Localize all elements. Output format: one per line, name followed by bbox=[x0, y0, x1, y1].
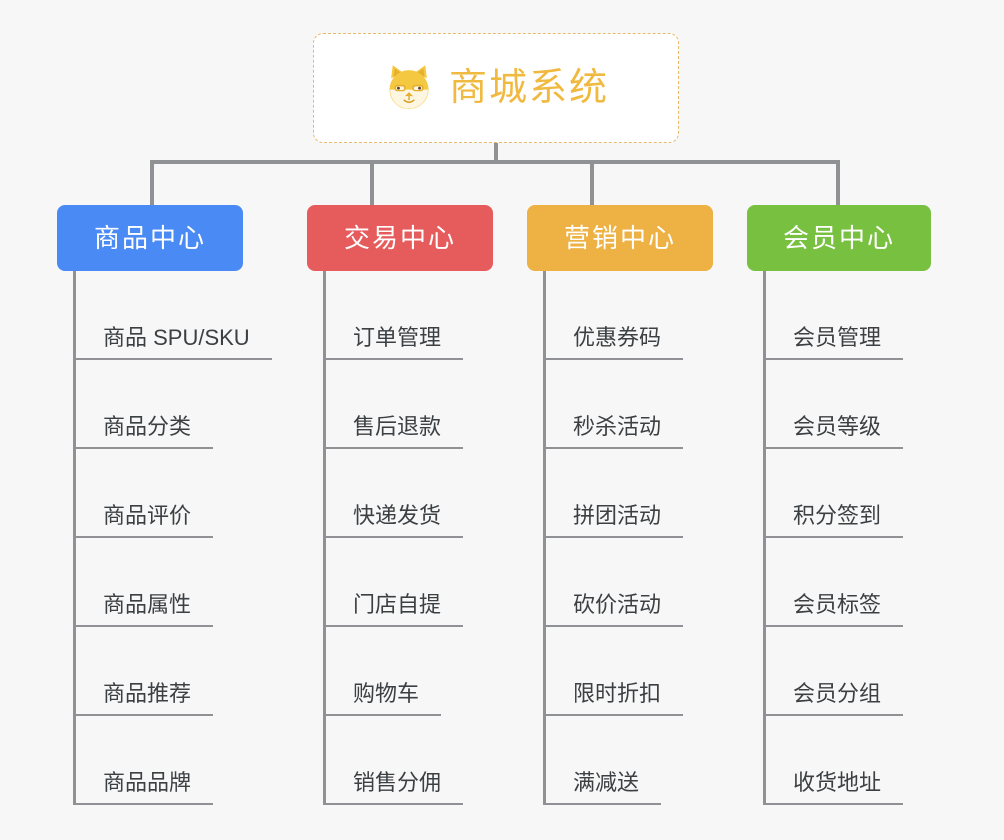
spine-line-4 bbox=[763, 271, 766, 805]
list-item[interactable]: 商品推荐 bbox=[57, 627, 307, 716]
connector-drop-2 bbox=[370, 160, 374, 207]
leaf-label: 商品品牌 bbox=[76, 772, 214, 805]
list-item[interactable]: 会员标签 bbox=[747, 538, 997, 627]
leaf-label: 拼团活动 bbox=[546, 505, 684, 538]
leaf-label: 商品分类 bbox=[76, 416, 214, 449]
root-title: 商城系统 bbox=[448, 67, 609, 109]
list-item[interactable]: 订单管理 bbox=[307, 271, 557, 360]
list-item[interactable]: 收货地址 bbox=[747, 716, 997, 805]
leaf-label: 售后退款 bbox=[326, 416, 464, 449]
connector-drop-1 bbox=[150, 160, 154, 207]
list-item[interactable]: 拼团活动 bbox=[527, 449, 777, 538]
leaf-label: 积分签到 bbox=[766, 505, 904, 538]
list-item[interactable]: 会员管理 bbox=[747, 271, 997, 360]
connector-root-stem bbox=[494, 143, 498, 163]
list-item[interactable]: 商品分类 bbox=[57, 360, 307, 449]
leaf-list-4: 会员管理 会员等级 积分签到 会员标签 会员分组 收货地址 bbox=[747, 271, 997, 805]
category-box-4[interactable]: 会员中心 bbox=[747, 205, 931, 271]
list-item[interactable]: 商品 SPU/SKU bbox=[57, 271, 307, 360]
leaf-label: 商品 SPU/SKU bbox=[76, 327, 272, 360]
list-item[interactable]: 销售分佣 bbox=[307, 716, 557, 805]
list-item[interactable]: 积分签到 bbox=[747, 449, 997, 538]
leaf-label: 会员等级 bbox=[766, 416, 904, 449]
leaf-label: 订单管理 bbox=[326, 327, 464, 360]
list-item[interactable]: 商品品牌 bbox=[57, 716, 307, 805]
connector-drop-4 bbox=[836, 160, 840, 207]
leaf-label: 商品属性 bbox=[76, 594, 214, 627]
list-item[interactable]: 砍价活动 bbox=[527, 538, 777, 627]
leaf-list-3: 优惠券码 秒杀活动 拼团活动 砍价活动 限时折扣 满减送 bbox=[527, 271, 777, 805]
list-item[interactable]: 秒杀活动 bbox=[527, 360, 777, 449]
list-item[interactable]: 满减送 bbox=[527, 716, 777, 805]
leaf-label: 限时折扣 bbox=[546, 683, 684, 716]
leaf-label: 销售分佣 bbox=[326, 772, 464, 805]
list-item[interactable]: 商品评价 bbox=[57, 449, 307, 538]
leaf-label: 砍价活动 bbox=[546, 594, 684, 627]
list-item[interactable]: 售后退款 bbox=[307, 360, 557, 449]
leaf-label: 会员分组 bbox=[766, 683, 904, 716]
leaf-label: 商品推荐 bbox=[76, 683, 214, 716]
category-box-1[interactable]: 商品中心 bbox=[57, 205, 243, 271]
connector-horizontal-bus bbox=[150, 160, 840, 164]
list-item[interactable]: 购物车 bbox=[307, 627, 557, 716]
category-box-3[interactable]: 营销中心 bbox=[527, 205, 713, 271]
shiba-dog-face-icon bbox=[383, 62, 435, 114]
list-item[interactable]: 会员分组 bbox=[747, 627, 997, 716]
branch-column-2: 交易中心 订单管理 售后退款 快递发货 门店自提 购物车 销售分佣 bbox=[307, 205, 557, 805]
leaf-list-1: 商品 SPU/SKU 商品分类 商品评价 商品属性 商品推荐 商品品牌 bbox=[57, 271, 307, 805]
leaf-label: 优惠券码 bbox=[546, 327, 684, 360]
leaf-label: 满减送 bbox=[546, 772, 662, 805]
leaf-label: 会员管理 bbox=[766, 327, 904, 360]
leaf-label: 商品评价 bbox=[76, 505, 214, 538]
leaf-label: 购物车 bbox=[326, 683, 442, 716]
branch-column-4: 会员中心 会员管理 会员等级 积分签到 会员标签 会员分组 收货地址 bbox=[747, 205, 997, 805]
list-item[interactable]: 限时折扣 bbox=[527, 627, 777, 716]
spine-line-1 bbox=[73, 271, 76, 805]
root-node[interactable]: 商城系统 bbox=[313, 33, 679, 143]
list-item[interactable]: 会员等级 bbox=[747, 360, 997, 449]
leaf-label: 快递发货 bbox=[326, 505, 464, 538]
branch-column-3: 营销中心 优惠券码 秒杀活动 拼团活动 砍价活动 限时折扣 满减送 bbox=[527, 205, 777, 805]
leaf-label: 收货地址 bbox=[766, 772, 904, 805]
branch-column-1: 商品中心 商品 SPU/SKU 商品分类 商品评价 商品属性 商品推荐 商品品牌 bbox=[57, 205, 307, 805]
spine-line-3 bbox=[543, 271, 546, 805]
list-item[interactable]: 商品属性 bbox=[57, 538, 307, 627]
category-box-2[interactable]: 交易中心 bbox=[307, 205, 493, 271]
connector-drop-3 bbox=[590, 160, 594, 207]
leaf-label: 秒杀活动 bbox=[546, 416, 684, 449]
leaf-label: 门店自提 bbox=[326, 594, 464, 627]
leaf-list-2: 订单管理 售后退款 快递发货 门店自提 购物车 销售分佣 bbox=[307, 271, 557, 805]
list-item[interactable]: 门店自提 bbox=[307, 538, 557, 627]
list-item[interactable]: 快递发货 bbox=[307, 449, 557, 538]
spine-line-2 bbox=[323, 271, 326, 805]
leaf-label: 会员标签 bbox=[766, 594, 904, 627]
list-item[interactable]: 优惠券码 bbox=[527, 271, 777, 360]
